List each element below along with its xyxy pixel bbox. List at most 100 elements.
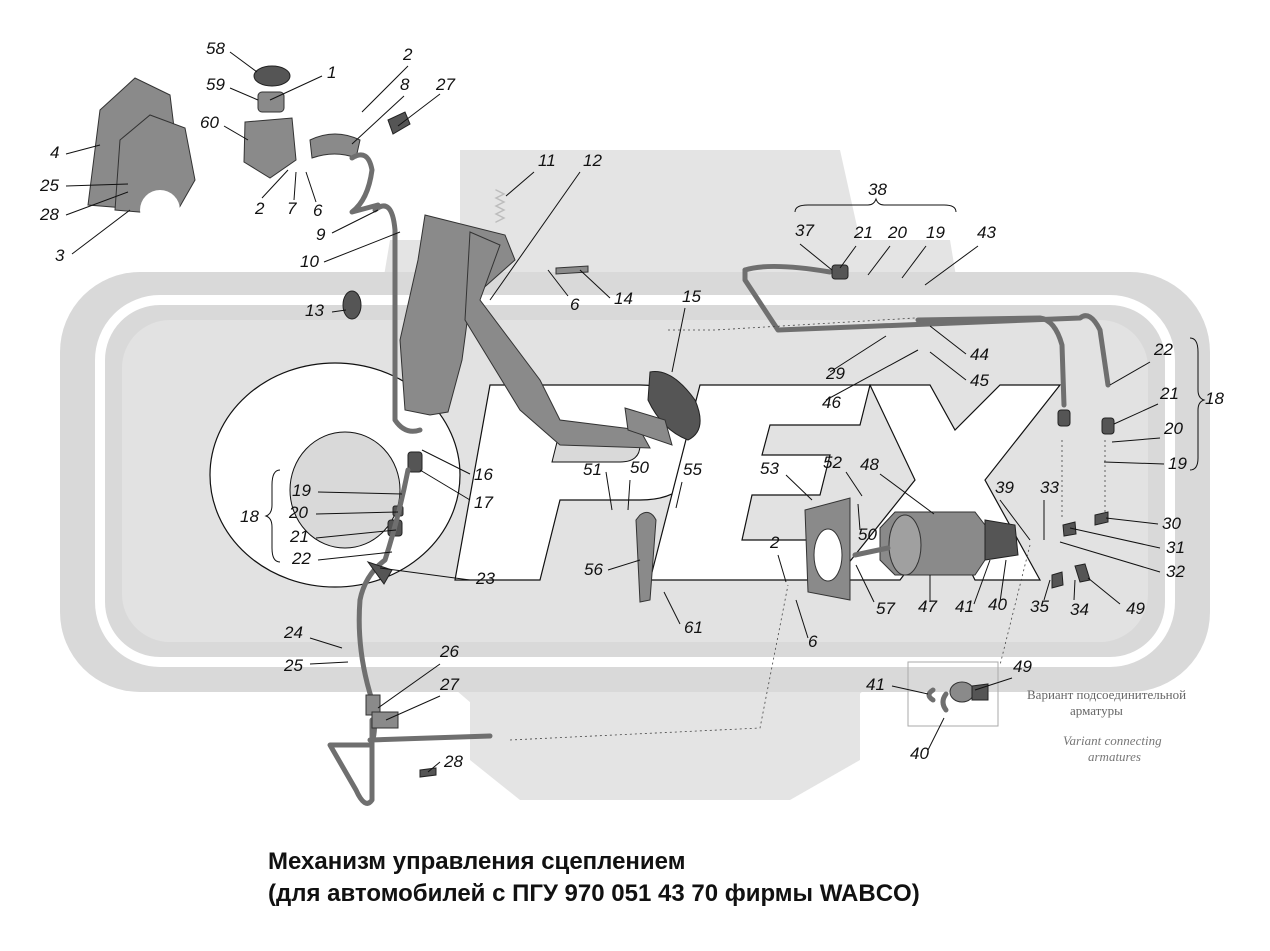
callout-number: 7 <box>287 199 297 218</box>
callout-number: 52 <box>823 453 842 472</box>
callout-number: 60 <box>200 113 219 132</box>
callout-leader-line <box>223 125 249 141</box>
callout-leader-line <box>901 245 927 279</box>
callout-number: 17 <box>474 493 493 512</box>
callout-leader-line <box>929 351 967 381</box>
inset-en-line1: Variant connecting <box>1063 733 1162 748</box>
callout-number: 6 <box>808 632 818 651</box>
callout-number: 20 <box>288 503 308 522</box>
callout-leader-line <box>671 307 686 373</box>
callout-leader-line <box>1087 577 1121 605</box>
group-brace <box>1189 337 1206 471</box>
callout-number: 21 <box>289 527 309 546</box>
callout-number: 20 <box>887 223 907 242</box>
callout-number: 24 <box>283 623 303 642</box>
bracket-3 <box>114 114 196 216</box>
callout-leader-line <box>419 469 471 501</box>
callout-leader-line <box>305 171 317 203</box>
parts <box>87 65 1115 806</box>
reservoir-body <box>243 117 297 179</box>
callout-number: 19 <box>292 481 311 500</box>
callout-leader-line <box>385 695 441 721</box>
callout-number: 55 <box>683 460 702 479</box>
callout-number: 1 <box>327 63 336 82</box>
callout-number: 23 <box>475 569 495 588</box>
callout-number: 25 <box>39 176 59 195</box>
callout-number: 28 <box>443 752 463 771</box>
bump-stop-13 <box>342 290 362 320</box>
callout-number: 32 <box>1166 562 1185 581</box>
callout-leader-line <box>799 243 833 271</box>
callout-number: 3 <box>55 246 65 265</box>
callout-number: 22 <box>1153 340 1173 359</box>
callout-leader-line <box>315 511 399 515</box>
callout-leader-line <box>999 559 1007 603</box>
callout-number: 9 <box>316 225 326 244</box>
callout-leader-line <box>397 93 441 127</box>
callout-number: 39 <box>995 478 1014 497</box>
callout-number: 6 <box>570 295 580 314</box>
callout-leader-line <box>1059 541 1161 573</box>
callout-number: 44 <box>970 345 989 364</box>
callout-leader-line <box>331 209 379 234</box>
callout-leader-line <box>505 171 535 197</box>
callout-leader-line <box>924 245 979 286</box>
callout-number: 4 <box>50 143 59 162</box>
callout-leader-line <box>867 245 891 276</box>
callout-leader-line <box>857 503 861 531</box>
callout-number: 43 <box>977 223 996 242</box>
callout-number: 27 <box>435 75 455 94</box>
callout-number: 19 <box>926 223 945 242</box>
callout-leader-line <box>579 269 611 299</box>
inset-ru-line1: Вариант подсоединительной <box>1027 687 1186 702</box>
callout-leader-line <box>605 471 613 511</box>
callout-leader-line <box>795 599 809 639</box>
callout-number: 26 <box>439 642 459 661</box>
callout-leader-line <box>607 559 641 571</box>
callout-leader-line <box>323 231 401 263</box>
callout-number: 61 <box>684 618 703 637</box>
callout-number: 2 <box>769 533 780 552</box>
callout-number: 25 <box>283 656 303 675</box>
callout-number: 10 <box>300 252 319 271</box>
callout-number: 41 <box>955 597 974 616</box>
callout-leader-line <box>829 335 887 373</box>
callout-leader-line <box>65 183 129 187</box>
callout-leader-line <box>1111 437 1161 443</box>
callout-leader-line <box>309 637 343 649</box>
callout-leader-line <box>229 87 259 101</box>
callout-leader-line <box>379 567 471 581</box>
callout-leader-line <box>1109 361 1151 386</box>
caption-line-1: Механизм управления сцеплением <box>268 848 686 875</box>
callout-leader-line <box>891 685 929 695</box>
callout-leader-line <box>825 349 919 401</box>
callout-leader-line <box>627 479 631 511</box>
callout-number: 51 <box>583 460 602 479</box>
inset-ru-line2: арматуры <box>1070 703 1123 718</box>
callout-leader-line <box>317 551 393 561</box>
callout-leader-line <box>663 591 681 625</box>
inset-frame <box>907 661 999 727</box>
callout-leader-line <box>309 661 349 665</box>
callout-leader-line <box>1105 517 1159 525</box>
callout-leader-line <box>855 564 875 603</box>
caption-line-2: (для автомобилей с ПГУ 970 051 43 70 фир… <box>268 880 920 907</box>
callout-leader-line <box>927 717 945 751</box>
callout-leader-line <box>421 449 471 475</box>
lever-56 <box>635 511 657 603</box>
callout-number: 35 <box>1030 597 1049 616</box>
callout-number: 49 <box>1126 599 1145 618</box>
callout-leader-line <box>777 554 787 583</box>
callout-leader-line <box>973 559 991 605</box>
callout-number: 59 <box>206 75 225 94</box>
callout-leader-line <box>675 481 683 509</box>
diagram-caption: Механизм управления сцеплением (для авто… <box>268 846 920 910</box>
callout-number: 2 <box>254 199 265 218</box>
callout-leader-line <box>1069 527 1161 549</box>
callout-number: 49 <box>1013 657 1032 676</box>
callout-number: 50 <box>858 525 877 544</box>
callout-leader-line <box>293 171 297 201</box>
callout-number: 18 <box>1205 389 1224 408</box>
